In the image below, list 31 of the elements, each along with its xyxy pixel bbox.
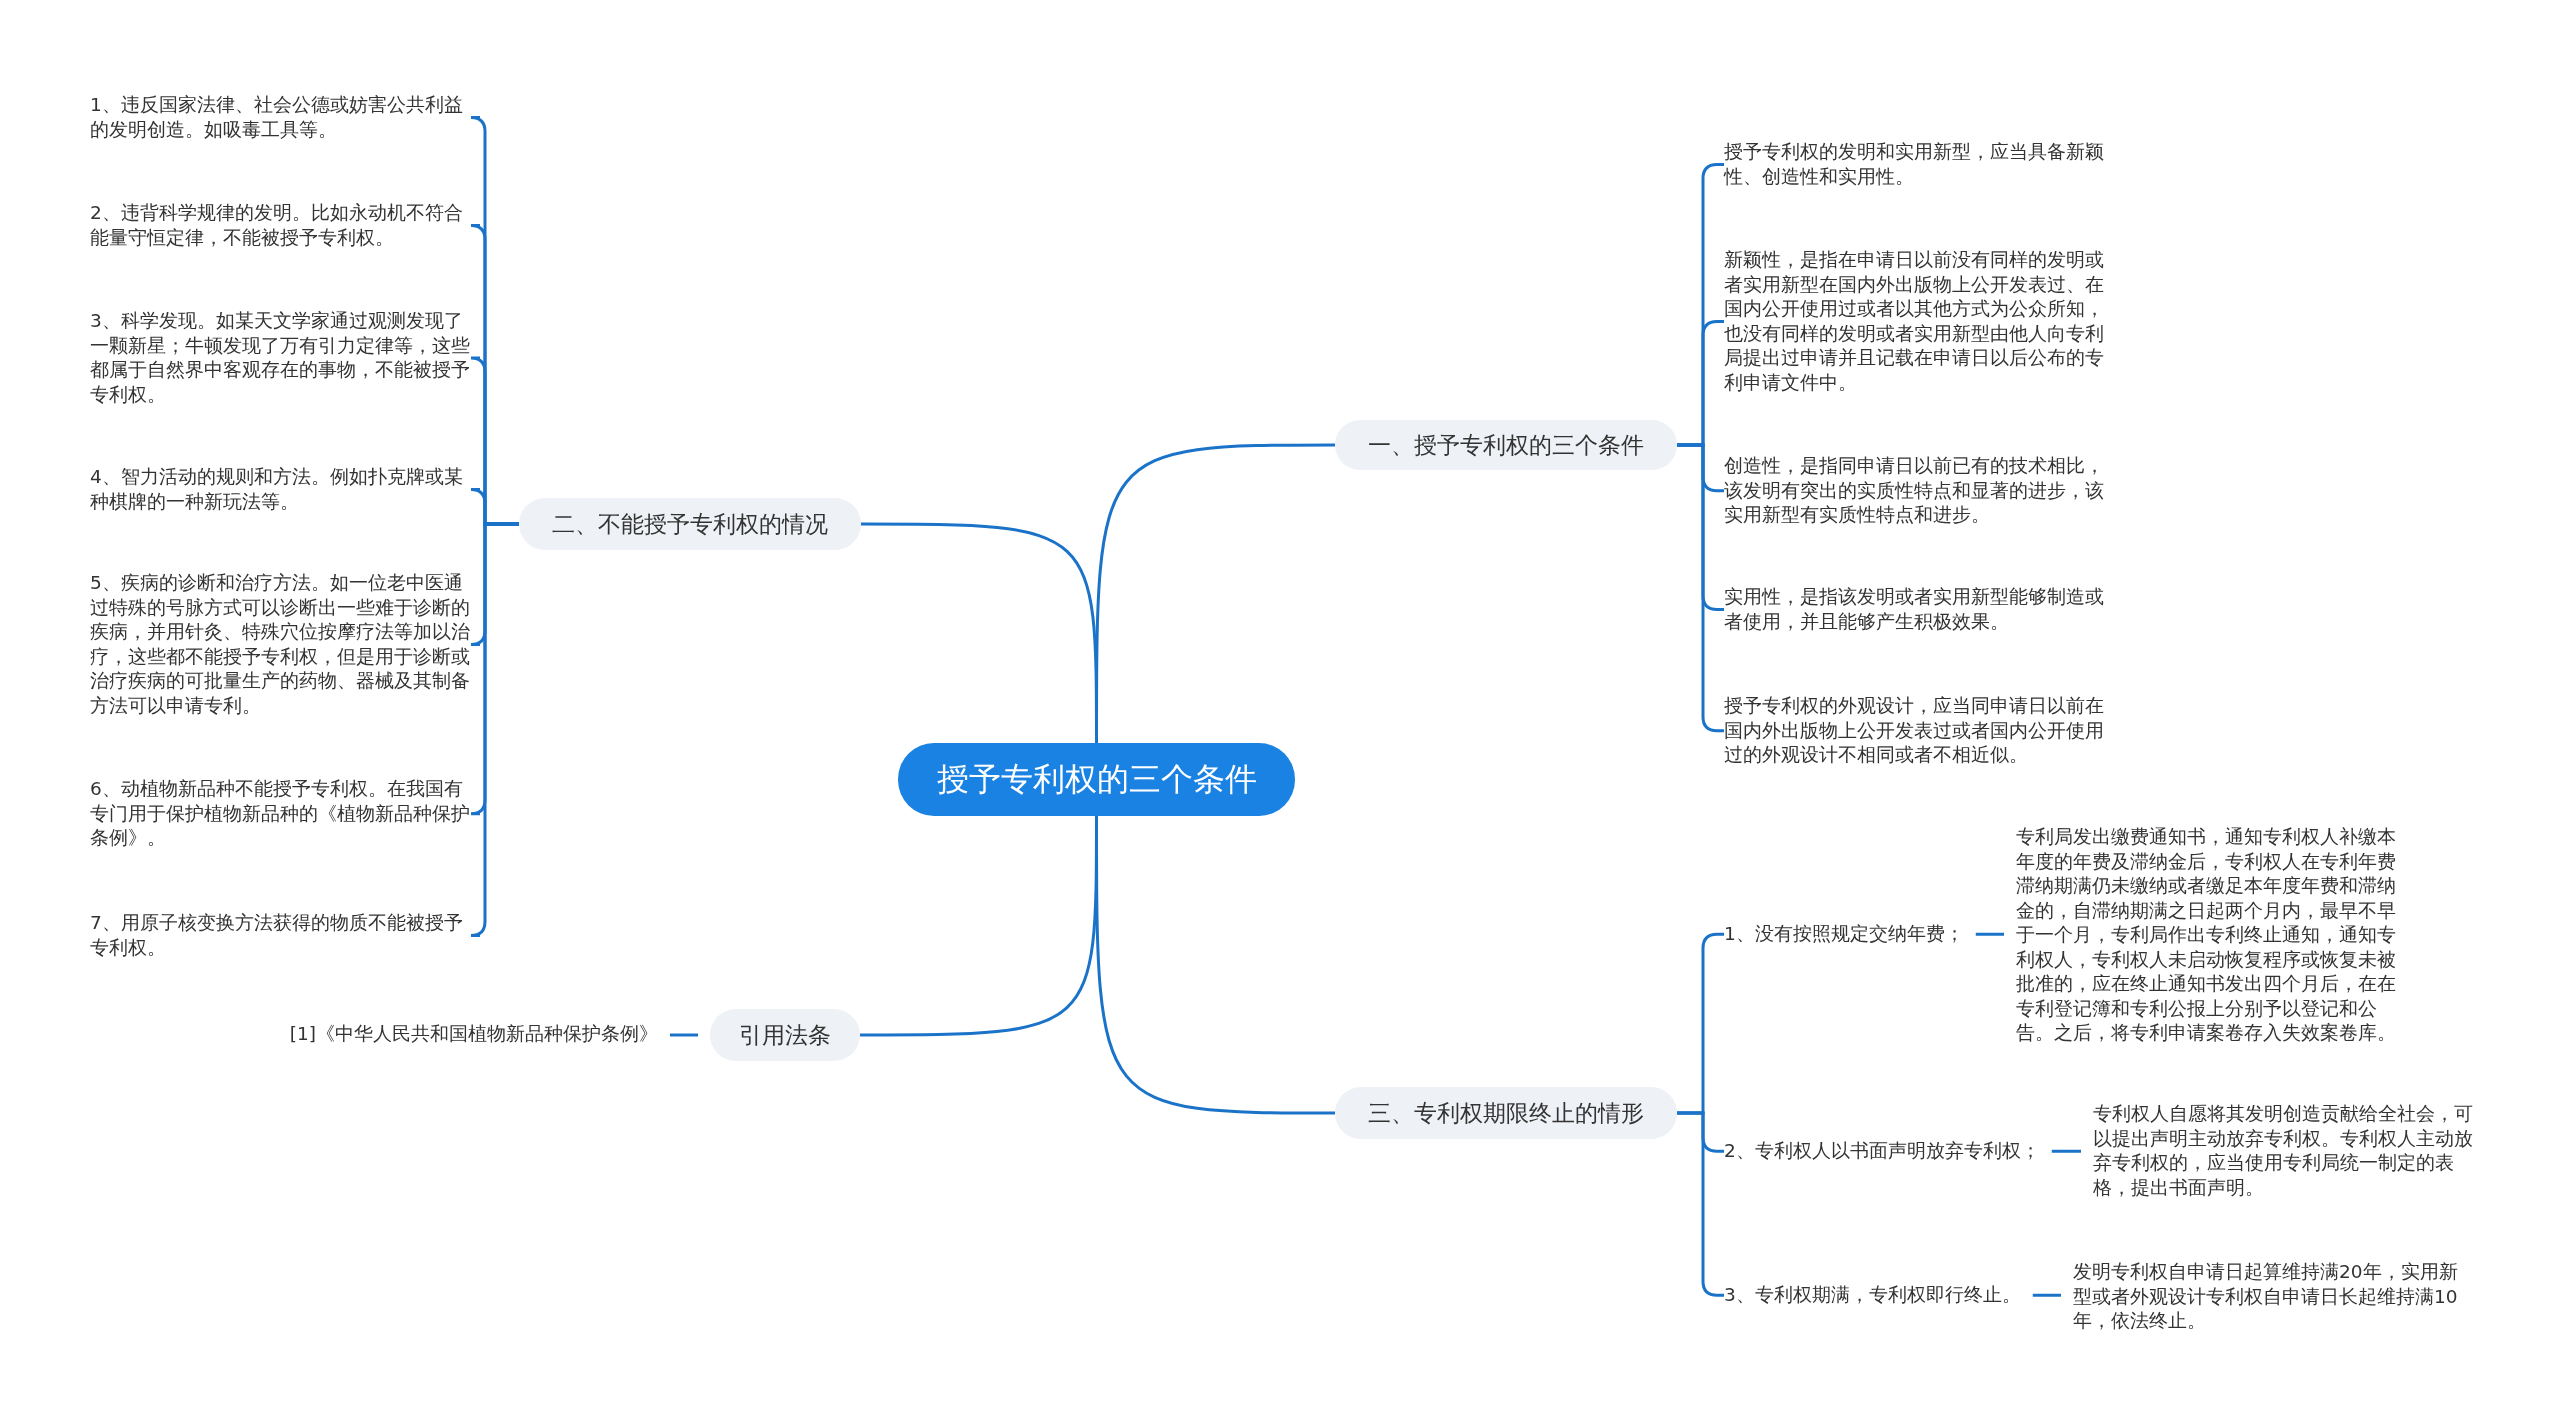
subtopic-text: 3、专利权期满，专利权即行终止。 (1724, 1283, 2021, 1308)
note-text: 授予专利权的外观设计，应当同申请日以前在国内外出版物上公开发表过或者国内公开使用过的外观设计不相同或者不相近似。 (1724, 694, 2114, 768)
note-text: 6、动植物新品种不能授予专利权。在我国有专门用于保护植物新品种的《植物新品种保护条例》。 (90, 777, 480, 851)
topic-box: 引用法条 (710, 1009, 860, 1061)
subtopic-text: 1、没有按照规定交纳年费； (1724, 922, 1964, 947)
note-text: 4、智力活动的规则和方法。例如扑克牌或某种棋牌的一种新玩法等。 (90, 465, 480, 514)
connector-line (670, 1033, 698, 1037)
connector-line (469, 522, 519, 937)
note-text: 实用性，是指该发明或者实用新型能够制造或者使用，并且能够产生积极效果。 (1724, 585, 2114, 634)
topic-box: 二、不能授予专利权的情况 (519, 498, 861, 550)
note-text: 授予专利权的发明和实用新型，应当具备新颖性、创造性和实用性。 (1724, 140, 2114, 189)
topic-box: 一、授予专利权的三个条件 (1335, 420, 1677, 470)
subtopic-text: 2、专利权人以书面声明放弃专利权； (1724, 1139, 2040, 1164)
note-text: 1、违反国家法律、社会公德或妨害公共利益的发明创造。如吸毒工具等。 (90, 93, 480, 142)
note-text: 新颖性，是指在申请日以前没有同样的发明或者实用新型在国内外出版物上公开发表过、在国内公开使用过或者以其他方式为公众所知，也没有同样的发明或者实用新型由他人向专利局提出过申请并且记载在申请日以后公布的专利申请文件中。 (1724, 248, 2114, 395)
note-text: 7、用原子核变换方法获得的物质不能被授予专利权。 (90, 911, 480, 960)
note-text: 2、违背科学规律的发明。比如永动机不符合能量守恒定律，不能被授予专利权。 (90, 201, 480, 250)
citation-text: [1]《中华人民共和国植物新品种保护条例》 (270, 1022, 658, 1047)
connector-line (2051, 1149, 2081, 1153)
note-text: 专利权人自愿将其发明创造贡献给全社会，可以提出声明主动放弃专利权。专利权人主动放弃专利权的，应当使用专利局统一制定的表格，提出书面声明。 (2093, 1102, 2483, 1200)
central-topic: 授予专利权的三个条件 (898, 743, 1295, 816)
note-text: 专利局发出缴费通知书，通知专利权人补缴本年度的年费及滞纳金后，专利权人在专利年费滞纳期满仍未缴纳或者缴足本年度年费和滞纳金的，自滞纳期满之日起两个月内，最早不早于一个月，专利局作出专利终止通知，通知专利权人，专利权人未启动恢复程序或恢复未被批准的，应在终止通知书发出四个月后，在在专利登记簿和专利公报上分别予以登记和公告。之后，将专利申请案卷存入失效案卷库。 (2016, 825, 2406, 1046)
connector-line (2032, 1293, 2061, 1297)
connector-line (1975, 932, 2004, 936)
note-text: 发明专利权自申请日起算维持满20年，实用新型或者外观设计专利权自申请日长起维持满10年，依法终止。 (2073, 1260, 2463, 1334)
note-text: 3、科学发现。如某天文学家通过观测发现了一颗新星；牛顿发现了万有引力定律等，这些都属于自然界中客观存在的事物，不能被授予专利权。 (90, 309, 480, 407)
note-text: 创造性，是指同申请日以前已有的技术相比，该发明有突出的实质性特点和显著的进步，该实用新型有实质性特点和进步。 (1724, 454, 2114, 528)
connector-line (861, 522, 1098, 743)
connector-line (1095, 816, 1335, 1115)
topic-box: 三、专利权期限终止的情形 (1335, 1087, 1677, 1139)
note-text: 5、疾病的诊断和治疗方法。如一位老中医通过特殊的号脉方式可以诊断出一些难于诊断的疾病，并用针灸、特殊穴位按摩疗法等加以治疗，这些都不能授予专利权，但是用于诊断或治疗疾病的可批量生产的药物、器械及其制备方法可以申请专利。 (90, 571, 480, 718)
